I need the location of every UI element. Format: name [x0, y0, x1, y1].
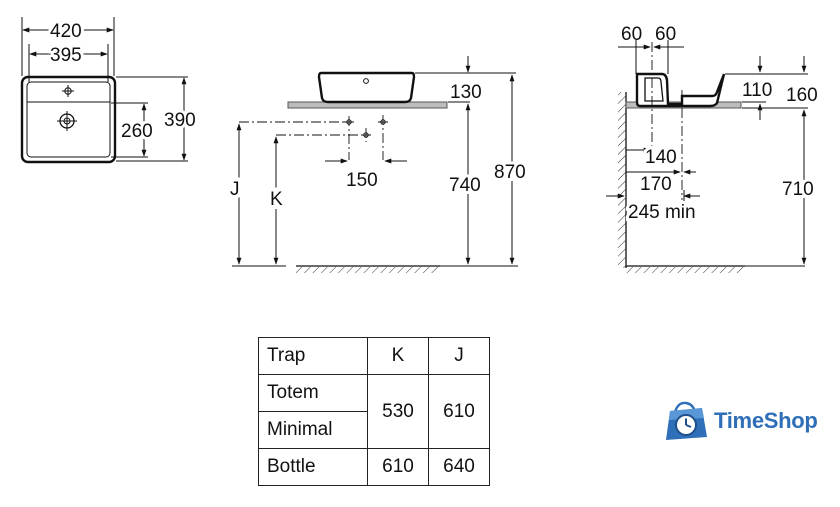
- dim-inner-height: 110: [742, 80, 772, 101]
- timeshop-logo[interactable]: TimeShop: [662, 400, 818, 442]
- dim-outer-width: 420: [50, 21, 82, 42]
- header-trap: Trap: [258, 337, 368, 375]
- trap-connection-icon: [344, 119, 388, 138]
- dim-counter-height-front: 740: [449, 175, 481, 196]
- waste-outlet-icon: [57, 111, 77, 131]
- table-row: Minimal: [258, 411, 490, 449]
- basin-front: [317, 71, 416, 104]
- table-row: Totem 530 610: [258, 374, 490, 449]
- cell-k: 530: [367, 374, 429, 449]
- dim-waste-distance: 140: [645, 147, 677, 168]
- basin-inner-rim: [26, 81, 111, 158]
- cell-j: 640: [428, 448, 490, 486]
- dim-min-depth: 245 min: [628, 202, 696, 223]
- dim-tap-spacing: 150: [346, 170, 378, 191]
- dim-outer-height: 160: [786, 85, 818, 106]
- header-j: J: [428, 337, 490, 375]
- cell-j: 610: [428, 374, 490, 449]
- row-label: Minimal: [258, 411, 368, 449]
- dim-projection: 260: [121, 121, 153, 142]
- header-k: K: [367, 337, 429, 375]
- dim-inner-width: 395: [50, 45, 82, 66]
- label-trap-k: K: [270, 189, 283, 210]
- dim-basin-height: 130: [450, 82, 482, 103]
- dim-depth: 390: [164, 110, 196, 131]
- logo-text: TimeShop: [714, 408, 818, 433]
- dim-total-height: 870: [494, 162, 526, 183]
- cell-k: 610: [367, 448, 429, 486]
- table-header-row: Trap K J: [258, 337, 490, 375]
- basin-side: [635, 72, 726, 108]
- tap-hole-icon: [62, 85, 74, 97]
- table-row: Bottle 610 640: [258, 448, 490, 486]
- row-label: Bottle: [258, 448, 368, 486]
- trap-table: Trap K J Totem 530 610 Minimal Bottle 61…: [258, 337, 490, 486]
- side-view: [606, 40, 808, 273]
- shopping-bag-clock-icon: [666, 401, 707, 440]
- dim-counter-height-side: 710: [782, 179, 814, 200]
- row-label: Totem: [258, 374, 368, 412]
- basin-outline: [20, 75, 117, 164]
- label-trap-j: J: [230, 179, 240, 200]
- front-view: [232, 56, 518, 273]
- dim-offset-left: 60: [621, 24, 642, 45]
- dim-offset-right: 60: [655, 24, 676, 45]
- dim-tap-distance: 170: [640, 174, 672, 195]
- top-view: [20, 17, 188, 164]
